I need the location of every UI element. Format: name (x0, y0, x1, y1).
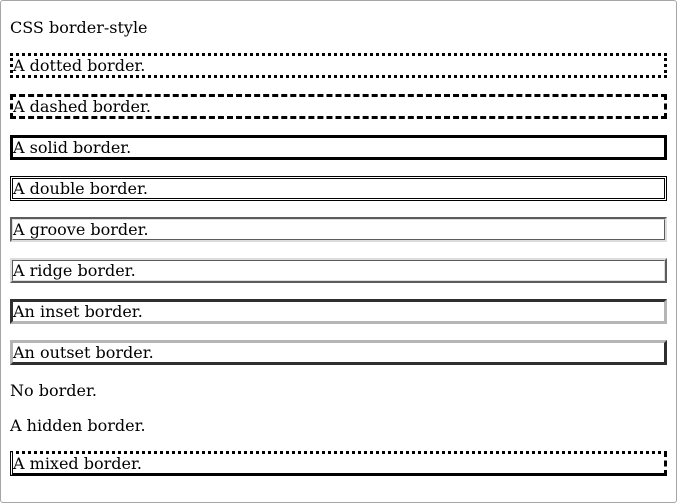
dashed-border-paragraph: A dashed border. (10, 94, 667, 119)
mixed-border-paragraph: A mixed border. (10, 451, 667, 476)
ridge-border-paragraph: A ridge border. (10, 258, 667, 283)
solid-border-paragraph: A solid border. (10, 135, 667, 160)
groove-border-paragraph: A groove border. (10, 217, 667, 242)
ridge-border-label: A ridge border. (12, 260, 665, 281)
inset-border-paragraph: An inset border. (10, 299, 667, 324)
dotted-border-paragraph: A dotted border. (10, 53, 667, 78)
groove-border-label: A groove border. (12, 219, 665, 240)
page-content: CSS border-style A dotted border. A dash… (1, 1, 676, 476)
no-border-paragraph: No border. (10, 381, 97, 400)
page-title: CSS border-style (10, 18, 148, 37)
outset-border-paragraph: An outset border. (10, 340, 667, 365)
double-border-paragraph: A double border. (10, 176, 667, 201)
hidden-border-paragraph: A hidden border. (10, 416, 146, 435)
